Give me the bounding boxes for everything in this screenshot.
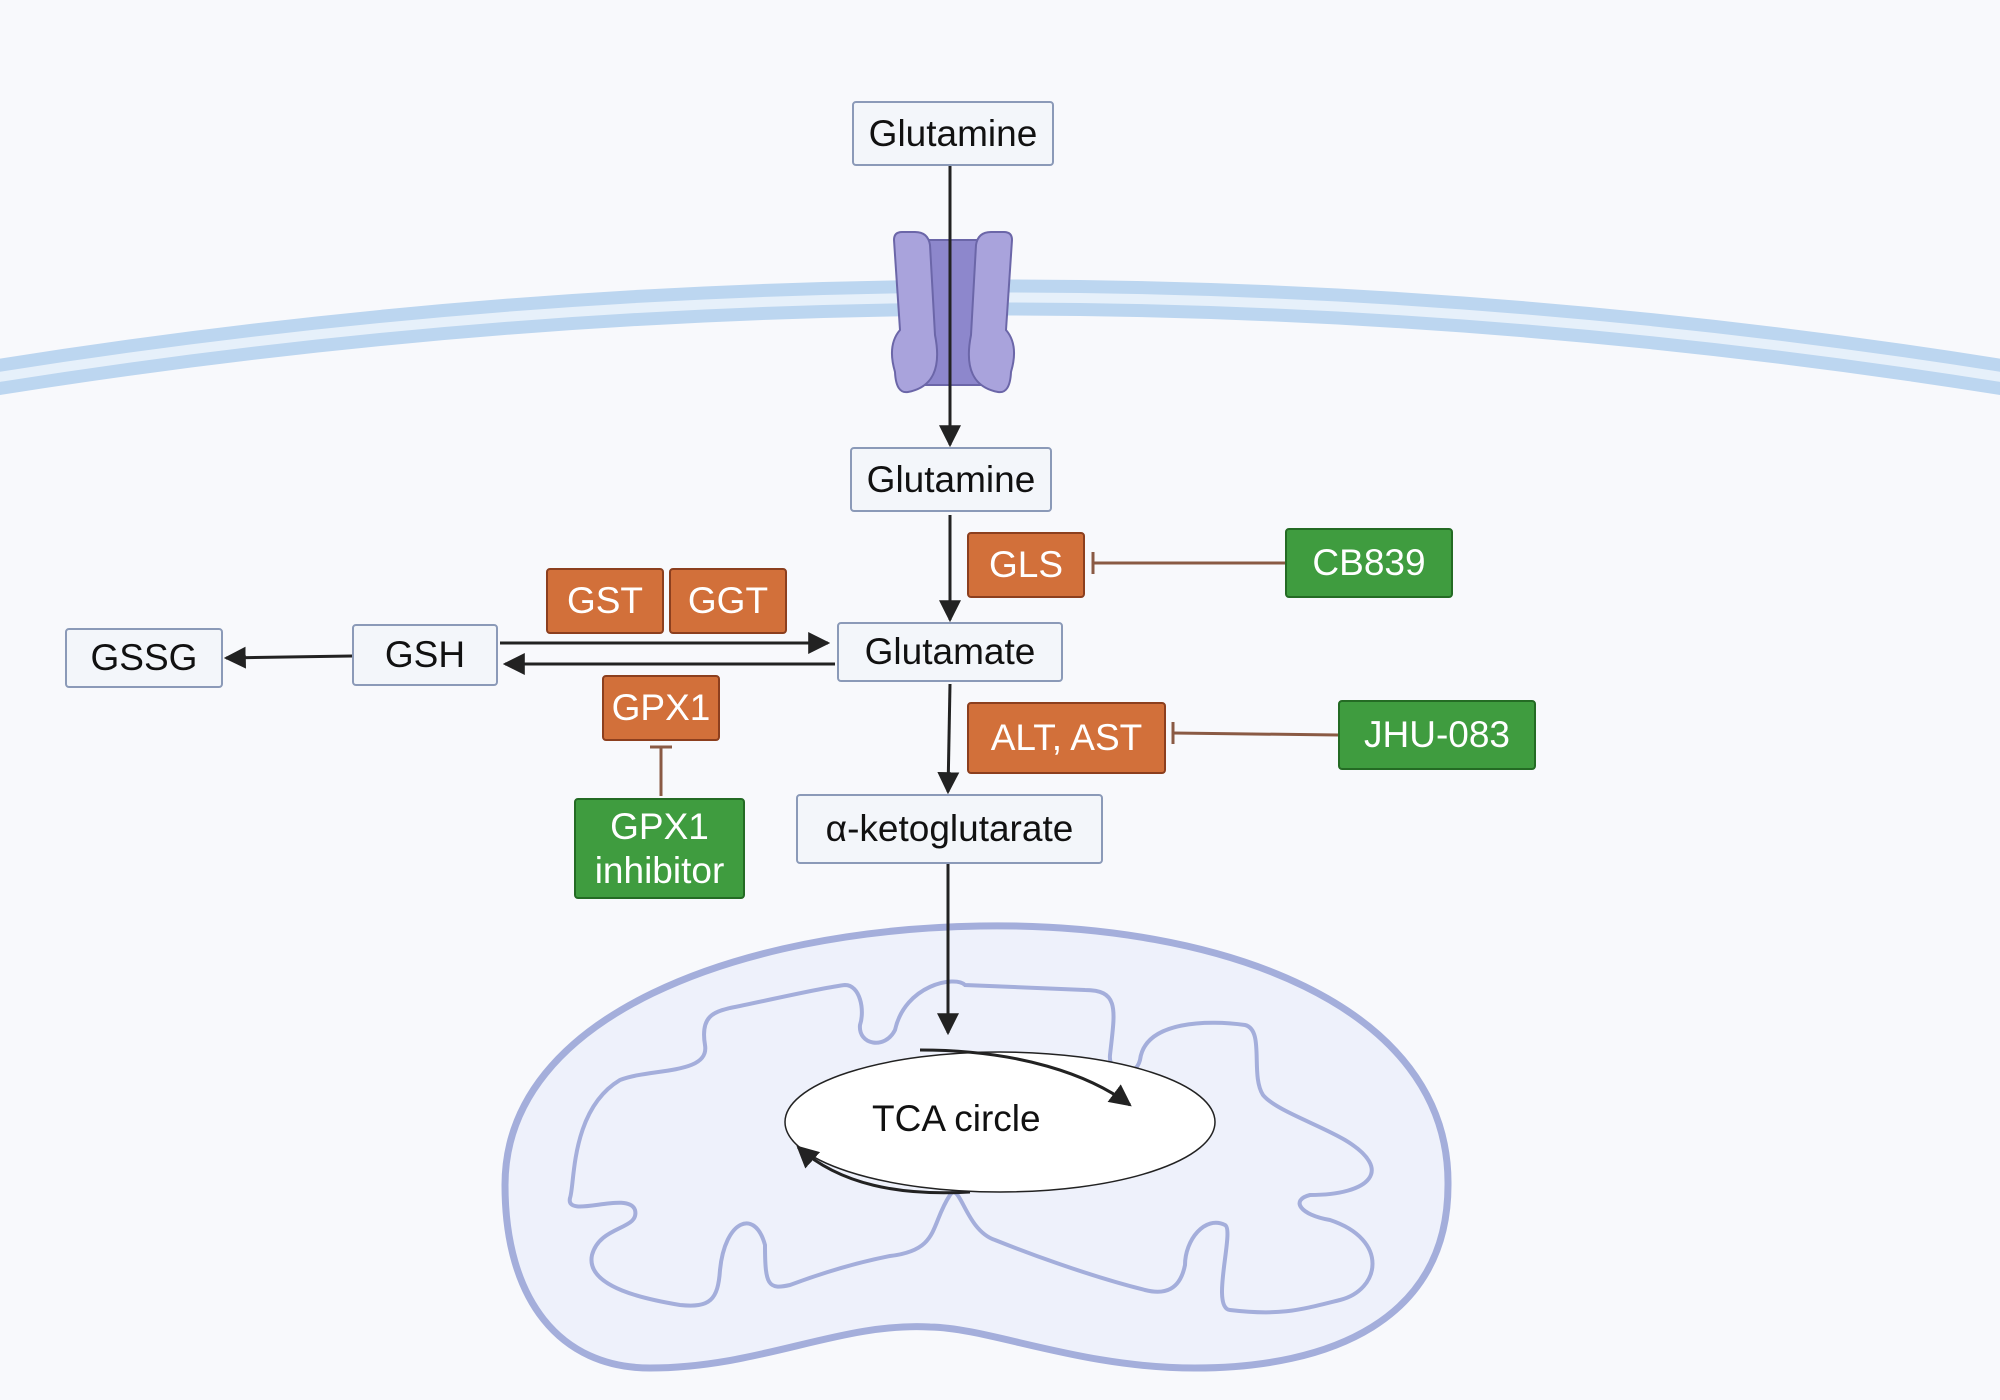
tca-cycle-arrows	[796, 1048, 1132, 1195]
gpx1-inhibitor: GPX1 inhibitor	[574, 798, 745, 899]
transporter-icon	[890, 231, 1016, 394]
jhu083-inhibitor: JHU-083	[1338, 700, 1536, 770]
mitochondrion	[501, 922, 1452, 1372]
glutamine-intracellular-box: Glutamine	[850, 447, 1052, 512]
tca-cycle-label: TCA circle	[872, 1098, 1041, 1139]
cb839-inhibitor: CB839	[1285, 528, 1453, 598]
glutamine-extracellular-box: Glutamine	[852, 101, 1054, 166]
gpx1-enzyme: GPX1	[602, 675, 720, 741]
inhibit-alt-ast	[1172, 731, 1339, 737]
gsh-box: GSH	[352, 624, 498, 686]
inhibition-lines	[650, 552, 1339, 796]
arrow-gsh-to-gssg	[223, 646, 353, 669]
ggt-enzyme: GGT	[669, 568, 787, 634]
alpha-ketoglutarate-box: α-ketoglutarate	[796, 794, 1103, 864]
gls-enzyme: GLS	[967, 532, 1085, 598]
reaction-arrows	[223, 165, 961, 1036]
gpx1-inhibitor-line2: inhibitor	[594, 849, 725, 891]
gssg-box: GSSG	[65, 628, 223, 688]
gst-enzyme: GST	[546, 568, 664, 634]
alt-ast-enzyme: ALT, AST	[967, 702, 1166, 774]
gpx1-inhibitor-line1: GPX1	[610, 805, 709, 847]
glutamate-box: Glutamate	[837, 622, 1063, 682]
arrow-glutamate-to-akg	[937, 683, 960, 795]
